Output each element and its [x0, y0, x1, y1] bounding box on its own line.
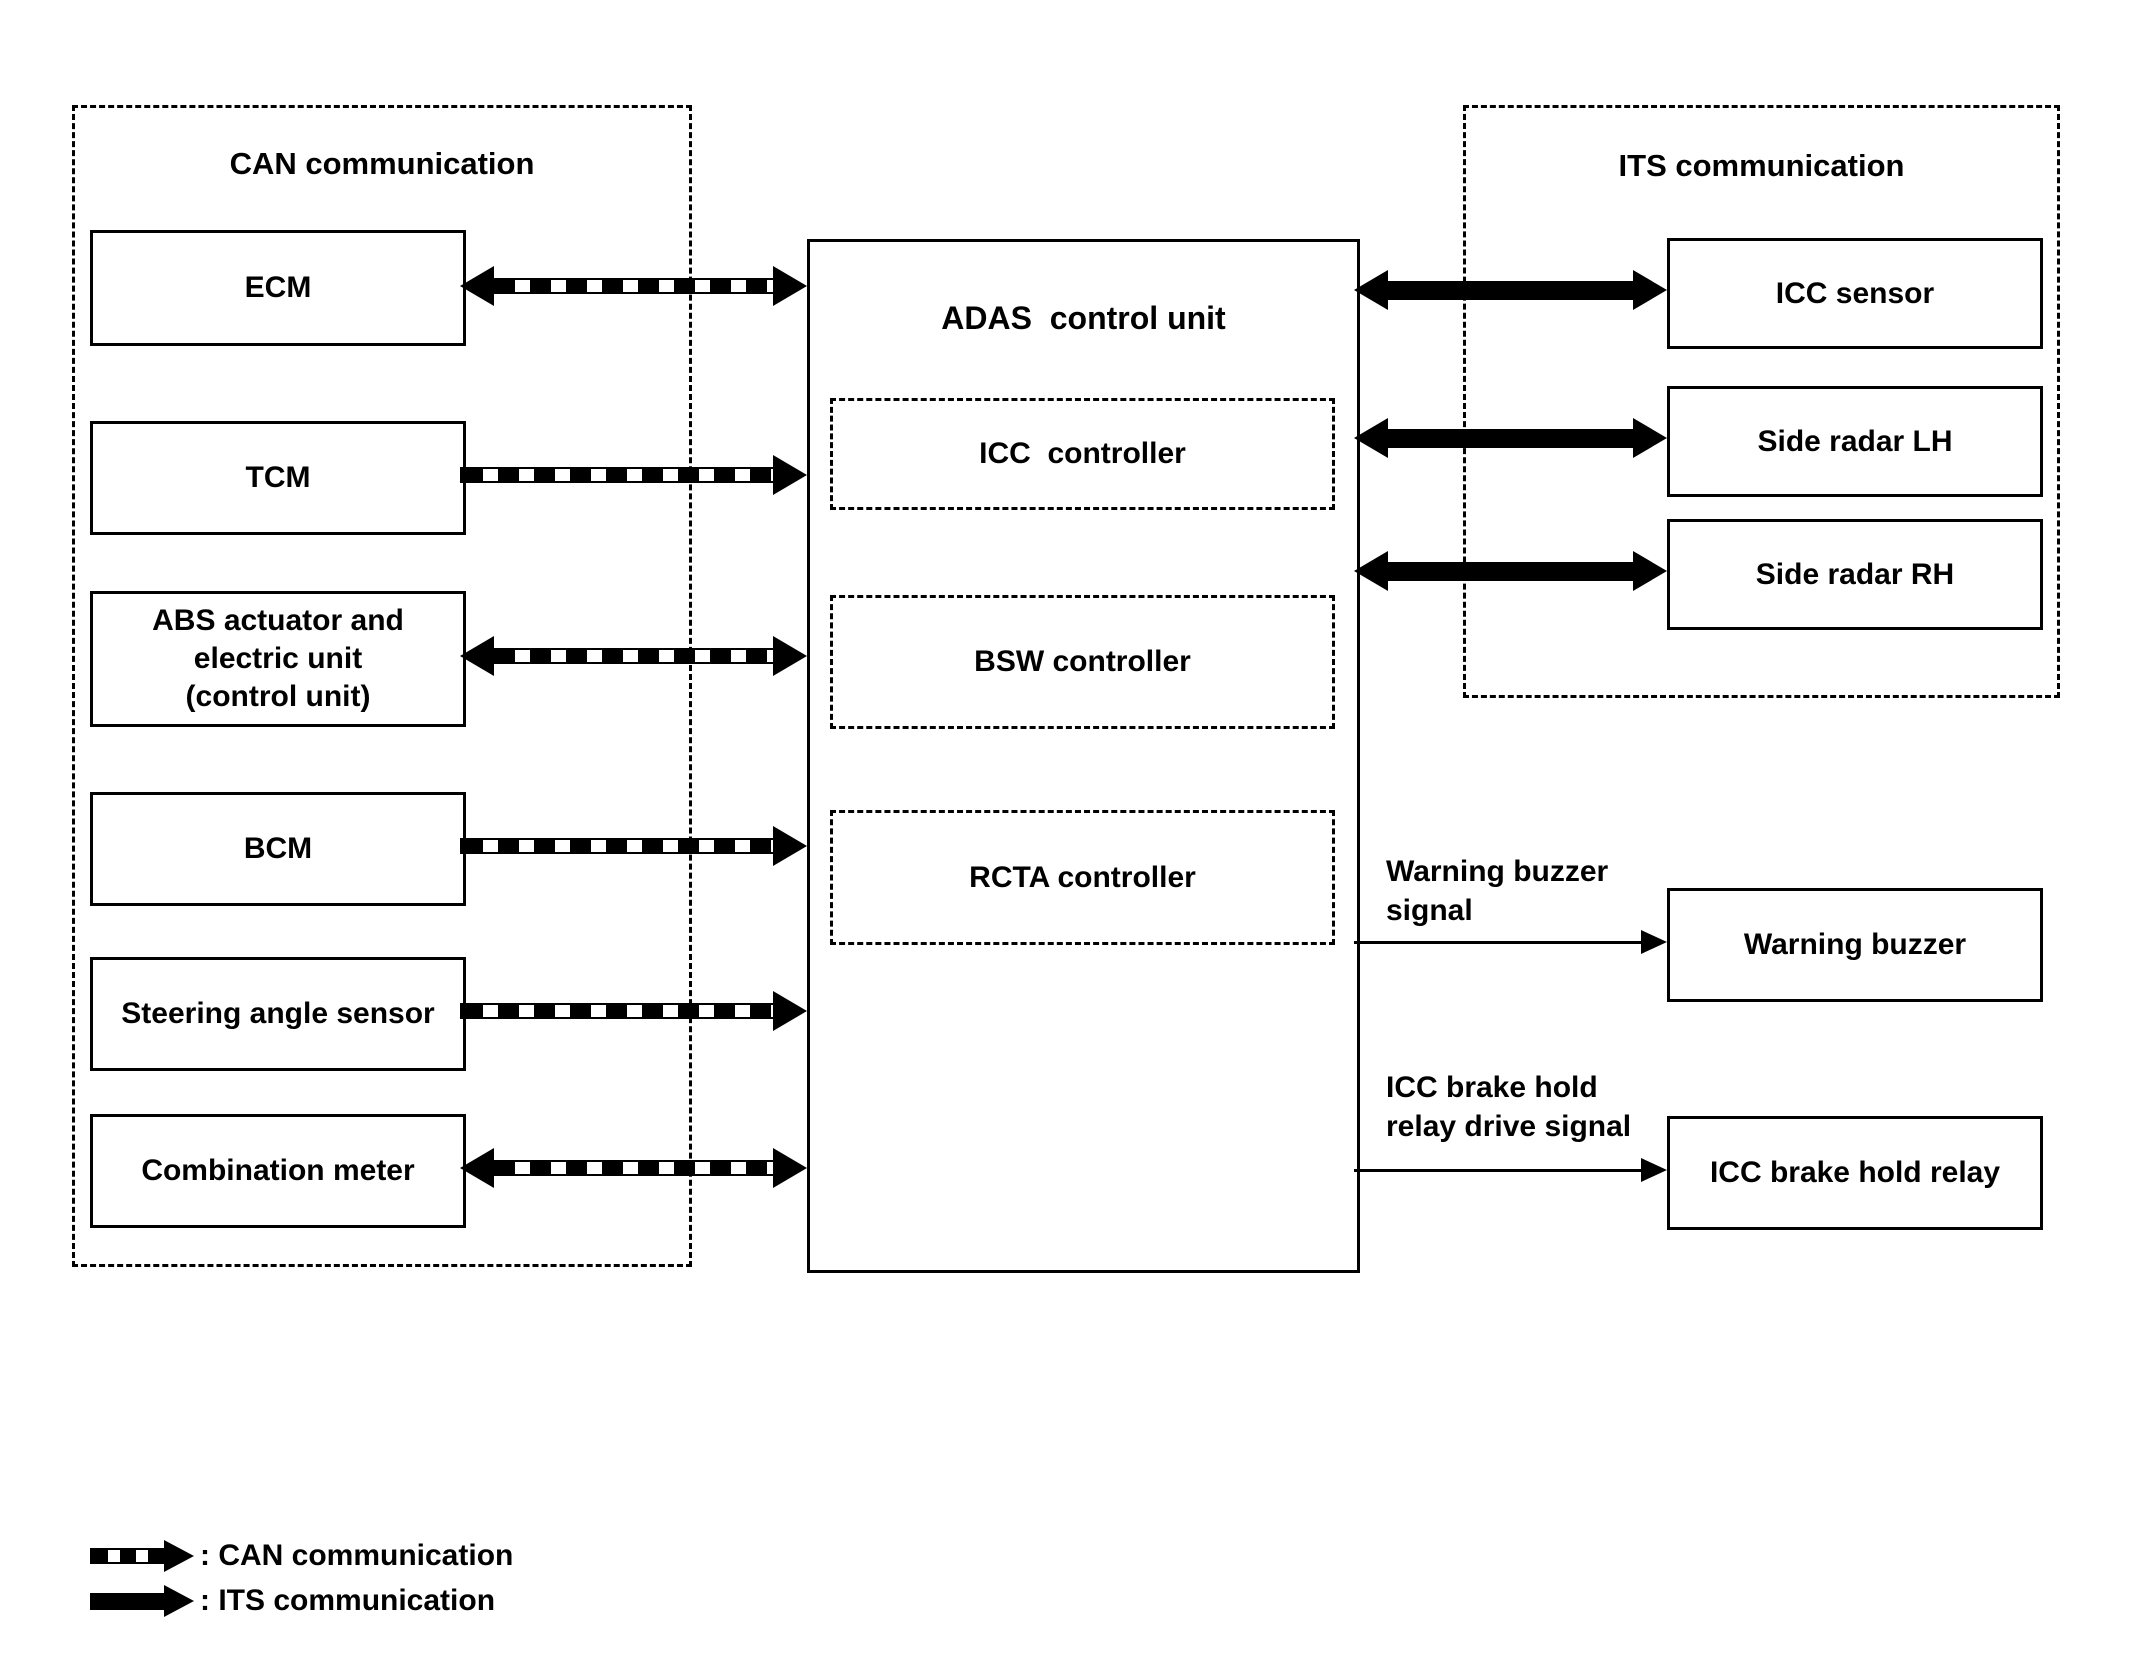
adas-control-unit-title: ADAS control unit: [941, 300, 1226, 336]
signal-line: [1354, 1168, 1642, 1172]
arrowhead-left: [1354, 270, 1388, 310]
can-dashed-bar: [460, 838, 775, 854]
node-tcm: TCM: [90, 421, 466, 535]
warning-buzzer-signal-label: Warning buzzer signal: [1386, 855, 1609, 927]
arrow-can-abs-adas-bidirectional: [460, 636, 807, 676]
legend-row-its: : ITS communication: [90, 1579, 495, 1623]
node-ecm: ECM: [90, 230, 466, 346]
its-group-title: ITS communication: [1618, 148, 1905, 183]
node-side-radar-rh: Side radar RH: [1667, 519, 2043, 630]
node-combination-meter: Combination meter: [90, 1114, 466, 1228]
arrow-can-bcm-to-adas: [460, 826, 807, 866]
legend-can-arrow-icon: [90, 1540, 194, 1572]
arrowhead-right: [773, 991, 807, 1031]
can-dashed-bar: [492, 278, 775, 294]
legend-its-arrow-icon: [90, 1585, 194, 1617]
arrowhead-left: [460, 1148, 494, 1188]
can-dashed-bar: [460, 1003, 775, 1019]
signal-line: [1354, 940, 1642, 944]
node-steering-angle-sensor: Steering angle sensor: [90, 957, 466, 1071]
adas-control-unit-box: ADAS control unit ICC controller BSW con…: [807, 239, 1360, 1273]
node-bcm: BCM: [90, 792, 466, 906]
arrowhead-left: [460, 266, 494, 306]
arrowhead-right: [1633, 270, 1667, 310]
can-communication-group: CAN communication: [72, 105, 692, 1267]
legend-row-can: : CAN communication: [90, 1534, 513, 1578]
arrowhead-right: [773, 636, 807, 676]
node-abs-actuator: ABS actuator and electric unit (control …: [90, 591, 466, 727]
node-side-radar-lh: Side radar LH: [1667, 386, 2043, 497]
can-dashed-bar: [460, 467, 775, 483]
arrow-its-adas-icc-sensor-bidirectional: [1354, 268, 1667, 312]
its-solid-bar: [1386, 428, 1635, 448]
node-warning-buzzer: Warning buzzer: [1667, 888, 2043, 1002]
arrow-warning-buzzer-signal: [1354, 930, 1667, 954]
arrow-its-adas-side-radar-rh-bidirectional: [1354, 549, 1667, 593]
arrowhead-left: [1354, 418, 1388, 458]
can-group-title: CAN communication: [229, 146, 535, 181]
arrowhead-right: [1633, 418, 1667, 458]
arrowhead-left: [1354, 551, 1388, 591]
arrowhead-left: [460, 636, 494, 676]
icc-controller-box: ICC controller: [830, 398, 1335, 510]
rcta-controller-box: RCTA controller: [830, 810, 1335, 945]
its-communication-group: ITS communication: [1463, 105, 2060, 698]
arrowhead-right: [773, 826, 807, 866]
arrowhead-right: [773, 455, 807, 495]
can-dashed-bar: [492, 1160, 775, 1176]
arrowhead-right: [1641, 1158, 1667, 1182]
arrow-icc-brake-hold-relay-drive-signal: [1354, 1158, 1667, 1182]
arrow-can-combination-meter-adas-bidirectional: [460, 1148, 807, 1188]
arrow-can-steering-to-adas: [460, 991, 807, 1031]
legend-its-label: : ITS communication: [200, 1584, 496, 1617]
bsw-controller-box: BSW controller: [830, 595, 1335, 729]
arrow-can-tcm-to-adas: [460, 455, 807, 495]
node-icc-sensor: ICC sensor: [1667, 238, 2043, 349]
arrowhead-right: [773, 266, 807, 306]
arrowhead-right: [1633, 551, 1667, 591]
arrow-can-ecm-adas-bidirectional: [460, 266, 807, 306]
arrow-its-adas-side-radar-lh-bidirectional: [1354, 416, 1667, 460]
legend-can-label: : CAN communication: [200, 1539, 514, 1572]
arrowhead-right: [773, 1148, 807, 1188]
its-solid-bar: [1386, 280, 1635, 300]
arrowhead-right: [1641, 930, 1667, 954]
icc-brake-hold-relay-signal-label: ICC brake hold relay drive signal: [1386, 1071, 1632, 1143]
node-icc-brake-hold-relay: ICC brake hold relay: [1667, 1116, 2043, 1230]
its-solid-bar: [1386, 561, 1635, 581]
can-dashed-bar: [492, 648, 775, 664]
node-abs-actuator-label: ABS actuator and electric unit (control …: [152, 604, 404, 713]
